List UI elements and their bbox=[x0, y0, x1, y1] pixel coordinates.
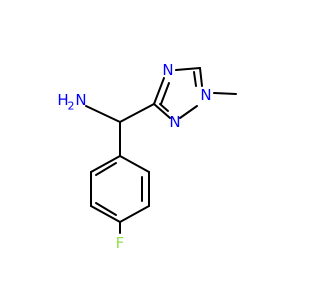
bond-ring-double-2 bbox=[95, 202, 117, 216]
bond-n1-n2 bbox=[179, 105, 198, 119]
fluorine-label: F bbox=[116, 234, 125, 252]
amine-sub-label: 2 bbox=[68, 100, 75, 113]
amine-h-label: H bbox=[57, 91, 68, 109]
amine-n-label: N bbox=[75, 91, 86, 109]
atom-labels: H 2 N N N N F bbox=[57, 61, 211, 252]
bond-c5-n1-inner bbox=[193, 71, 197, 87]
bond-ch-nh2 bbox=[85, 105, 121, 123]
bond-ring-4 bbox=[90, 205, 121, 223]
bond-c3-n4-inner bbox=[160, 82, 170, 105]
bond-n1-methyl bbox=[213, 92, 237, 95]
molecule-diagram: H 2 N N N N F bbox=[57, 61, 237, 252]
bond-ring-double-3 bbox=[95, 162, 117, 176]
triazole-n4-label: N bbox=[162, 61, 173, 79]
bond-n4-c5 bbox=[175, 67, 201, 71]
bond-c5-n1 bbox=[199, 67, 203, 87]
bond-ring-3 bbox=[119, 205, 150, 223]
bond-c3-n4 bbox=[153, 77, 165, 105]
bonds bbox=[85, 67, 237, 234]
bond-n2-c3-inner bbox=[159, 103, 169, 112]
bond-ring-6 bbox=[90, 155, 121, 173]
triazole-n1-label: N bbox=[200, 86, 211, 104]
bond-ch-c3 bbox=[119, 103, 155, 123]
bond-n2-c3 bbox=[153, 103, 171, 119]
triazole-n2-label: N bbox=[169, 113, 180, 131]
bond-ring-1 bbox=[119, 155, 150, 173]
